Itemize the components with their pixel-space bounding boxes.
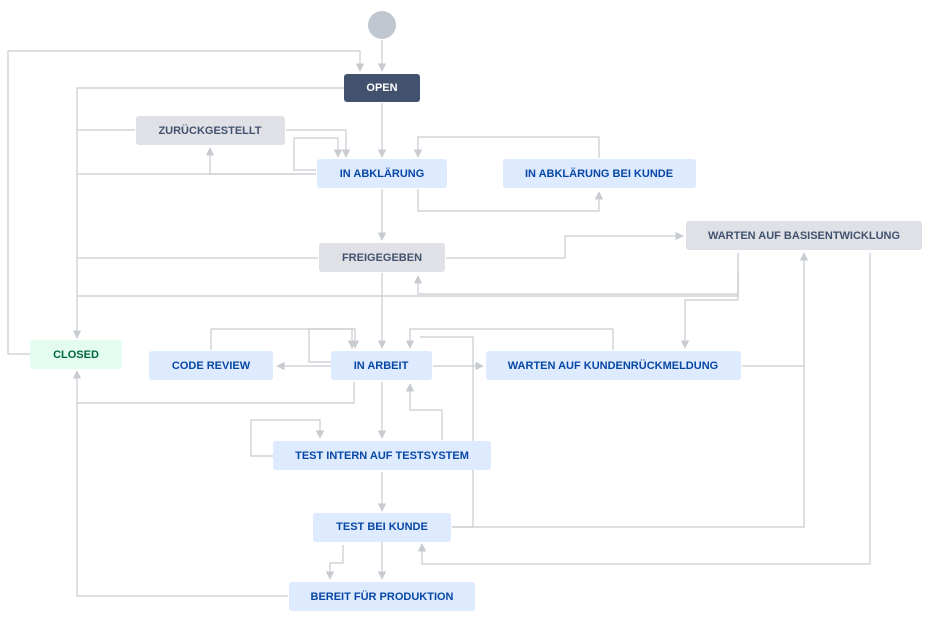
transition-closed-open <box>7 50 365 355</box>
status-bereit-fuer-produktion[interactable]: BEREIT FÜR PRODUKTION <box>289 582 475 611</box>
transition-bereit-closed <box>72 370 288 597</box>
status-test-bei-kunde[interactable]: TEST BEI KUNDE <box>313 513 451 542</box>
transition-open-closed <box>72 87 344 339</box>
status-in-arbeit[interactable]: IN ARBEIT <box>331 351 432 380</box>
status-label: IN ABKLÄRUNG <box>340 167 425 180</box>
status-in-abklaerung[interactable]: IN ABKLÄRUNG <box>317 159 447 188</box>
transition-zurueckgestellt-in-abklaerung <box>286 129 351 158</box>
status-freigegeben[interactable]: FREIGEGEBEN <box>319 243 445 272</box>
status-warten-auf-kundenrueckmeldung[interactable]: WARTEN AUF KUNDENRÜCKMELDUNG <box>486 351 741 380</box>
transition-test-kunde-in-arbeit <box>420 336 474 528</box>
status-warten-auf-basisentwicklung[interactable]: WARTEN AUF BASISENTWICKLUNG <box>686 221 922 250</box>
transition-warten-basis-closed <box>77 270 739 297</box>
transition-test-intern-in-arbeit <box>405 383 443 440</box>
transition-in-arbeit-self <box>308 328 360 363</box>
status-label: TEST BEI KUNDE <box>336 521 428 533</box>
transition-warten-basis-freigegeben <box>413 253 739 295</box>
status-label: CLOSED <box>53 349 99 361</box>
status-label: FREIGEGEBEN <box>342 252 422 264</box>
transition-test-intern-self <box>250 419 325 457</box>
transition-code-review-in-arbeit <box>210 328 357 350</box>
transition-in-abklaerung-kunde <box>417 189 604 212</box>
transition-in-abklaerung-self <box>293 137 343 171</box>
status-label: WARTEN AUF KUNDENRÜCKMELDUNG <box>508 359 718 372</box>
status-label: ZURÜCKGESTELLT <box>158 124 261 137</box>
transition-freigegeben-warten-basis <box>446 231 684 259</box>
status-zurueckgestellt[interactable]: ZURÜCKGESTELLT <box>136 116 285 145</box>
status-label: BEREIT FÜR PRODUKTION <box>311 590 454 603</box>
status-closed[interactable]: CLOSED <box>30 340 122 369</box>
status-label: IN ARBEIT <box>354 360 409 372</box>
status-label: WARTEN AUF BASISENTWICKLUNG <box>708 230 900 242</box>
status-label: OPEN <box>366 82 397 94</box>
transition-test-kunde-warten-basis <box>452 254 805 528</box>
workflow-start-node <box>368 11 396 39</box>
transition-warten-basis-test-kunde <box>417 253 871 565</box>
status-code-review[interactable]: CODE REVIEW <box>149 351 273 380</box>
transition-kunde-in-abklaerung <box>413 136 600 158</box>
status-open[interactable]: OPEN <box>344 74 420 102</box>
transition-warten-kunde-warten-basis <box>742 252 809 367</box>
status-test-intern-auf-testsystem[interactable]: TEST INTERN AUF TESTSYSTEM <box>273 441 491 470</box>
transition-warten-basis-warten-kunde <box>680 253 739 349</box>
status-label: IN ABKLÄRUNG BEI KUNDE <box>525 167 673 180</box>
transition-warten-kunde-in-arbeit <box>405 328 614 350</box>
transitions <box>7 40 871 597</box>
transition-in-arbeit-closed <box>77 382 355 404</box>
status-in-abklaerung-bei-kunde[interactable]: IN ABKLÄRUNG BEI KUNDE <box>503 159 696 188</box>
status-label: CODE REVIEW <box>172 360 251 372</box>
status-label: TEST INTERN AUF TESTSYSTEM <box>295 450 469 462</box>
transition-test-kunde-bereit-alt <box>325 545 344 580</box>
